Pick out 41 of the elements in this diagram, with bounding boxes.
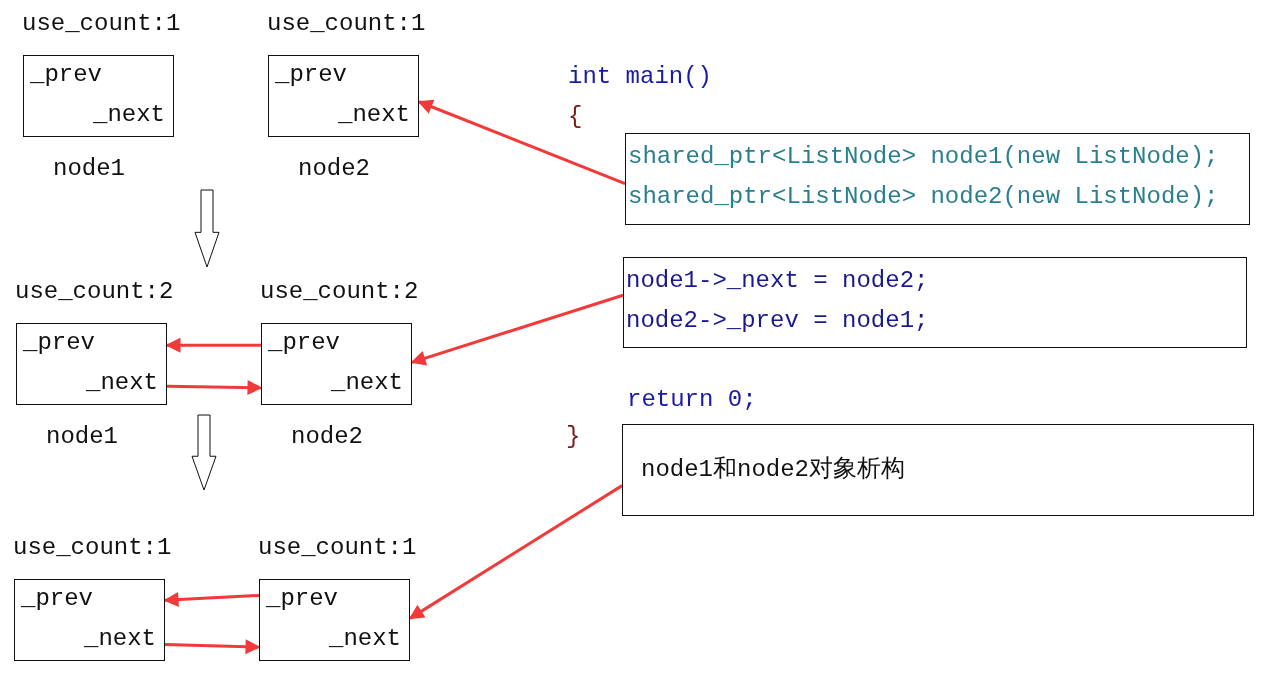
code-text: return 0; [627, 385, 757, 415]
count-heading: use_count:1 [22, 9, 181, 39]
arrow [166, 380, 263, 396]
field-label: _prev [23, 328, 95, 358]
code-box [623, 257, 1247, 348]
count-heading: use_count:1 [13, 533, 172, 563]
field-label: _prev [21, 584, 93, 614]
node-caption: node1 [53, 154, 125, 184]
field-label: _next [86, 368, 158, 398]
field-label: _next [93, 100, 165, 130]
note-text: node1和node2对象析构 [641, 455, 906, 485]
arrow [163, 592, 260, 608]
field-label: _prev [268, 328, 340, 358]
node-caption: node2 [298, 154, 370, 184]
field-label: _prev [266, 584, 338, 614]
arrow [164, 639, 261, 655]
count-heading: use_count:2 [260, 277, 419, 307]
node-caption: node2 [291, 422, 363, 452]
code-text: int main() [568, 62, 713, 92]
arrow [408, 484, 623, 620]
arrow [165, 337, 261, 353]
field-label: _next [84, 624, 156, 654]
code-text: { [568, 102, 583, 132]
count-heading: use_count:2 [15, 277, 174, 307]
code-text: } [566, 422, 581, 452]
code-line: shared_ptr<ListNode> node2(new ListNode); [628, 182, 1219, 212]
code-box [625, 133, 1250, 225]
code-box [622, 424, 1254, 516]
node-caption: node1 [46, 422, 118, 452]
field-label: _next [338, 100, 410, 130]
field-label: _prev [30, 60, 102, 90]
count-heading: use_count:1 [258, 533, 417, 563]
code-line: node1->_next = node2; [626, 266, 929, 296]
arrow [417, 99, 626, 185]
field-label: _next [331, 368, 403, 398]
field-label: _prev [275, 60, 347, 90]
field-label: _next [329, 624, 401, 654]
code-line: node2->_prev = node1; [626, 306, 929, 336]
count-heading: use_count:1 [267, 9, 426, 39]
code-line: shared_ptr<ListNode> node1(new ListNode); [628, 142, 1219, 172]
arrow [410, 293, 624, 366]
